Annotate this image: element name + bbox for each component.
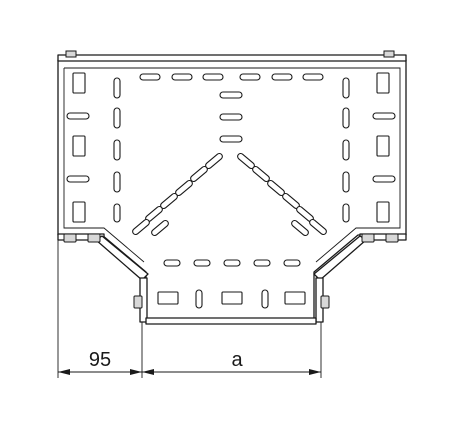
branch-holes xyxy=(157,289,306,309)
dimension-95: 95 xyxy=(58,349,142,375)
bolt-icon xyxy=(385,233,399,243)
top-flange xyxy=(57,54,407,62)
left-slots xyxy=(113,77,121,223)
bolt-icon xyxy=(320,295,330,309)
bolt-icon xyxy=(383,50,395,58)
left-diagonal-slots xyxy=(132,152,223,237)
arrowhead-icon xyxy=(142,369,154,375)
left-rect-holes xyxy=(66,72,90,223)
arrowhead-icon xyxy=(58,369,70,375)
dimension-a: a xyxy=(142,349,321,375)
lower-slots xyxy=(163,259,301,267)
right-diagonal-slots xyxy=(237,152,327,237)
center-slots xyxy=(219,91,243,143)
dimension-label-95: 95 xyxy=(89,349,111,371)
right-rect-holes xyxy=(372,72,396,223)
bolt-icon xyxy=(63,233,77,243)
arrowhead-icon xyxy=(309,369,321,375)
top-slots xyxy=(139,73,324,81)
arrowhead-icon xyxy=(130,369,142,375)
bottom-flange xyxy=(145,317,317,325)
right-slots xyxy=(342,77,350,223)
extension-lines xyxy=(57,240,322,378)
bolts xyxy=(63,50,399,309)
bolt-icon xyxy=(65,50,77,58)
bolt-icon xyxy=(87,233,101,243)
dimension-label-a: a xyxy=(231,349,243,371)
bolt-icon xyxy=(133,295,143,309)
bolt-icon xyxy=(361,233,375,243)
